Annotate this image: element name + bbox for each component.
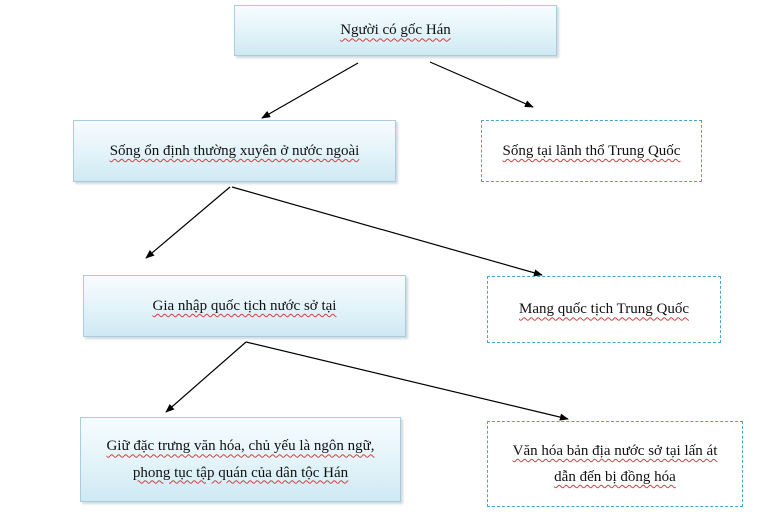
arrow-abroad-to-citizen: [231, 186, 543, 277]
node-living-abroad: Sống ổn định thường xuyên ở nước ngoài: [73, 120, 396, 182]
node-living-in-china-label: Sống tại lãnh thổ Trung Quốc: [502, 142, 681, 159]
node-naturalized: Gia nhập quốc tịch nước sở tại: [83, 275, 406, 337]
node-assimilated-line2: dẫn đến bị đồng hóa: [554, 469, 676, 485]
arrow-naturalized-to-keep: [165, 341, 247, 413]
node-naturalized-label: Gia nhập quốc tịch nước sở tại: [152, 297, 337, 314]
node-living-abroad-label: Sống ổn định thường xuyên ở nước ngoài: [109, 142, 360, 159]
arrow-abroad-to-naturalized: [145, 186, 231, 259]
node-keep-han-culture-line1: Giữ đặc trưng văn hóa, chủ yếu là ngôn n…: [106, 438, 375, 455]
node-han-origin: Người có gốc Hán: [234, 5, 557, 56]
node-keep-han-culture-line2: phong tục tập quán của dân tộc Hán: [132, 464, 349, 481]
node-keep-han-culture: Giữ đặc trưng văn hóa, chủ yếu là ngôn n…: [80, 417, 401, 502]
node-assimilated-line1: Văn hóa bản địa nước sở tại lấn át: [512, 442, 718, 459]
node-chinese-citizenship: Mang quốc tịch Trung Quốc: [487, 276, 721, 343]
node-assimilated: Văn hóa bản địa nước sở tại lấn át dẫn đ…: [487, 421, 743, 507]
node-living-in-china: Sống tại lãnh thổ Trung Quốc: [481, 120, 702, 182]
arrow-naturalized-to-assimilated: [245, 341, 569, 421]
arrow-root-to-abroad: [261, 62, 359, 119]
node-han-origin-label: Người có gốc Hán: [340, 22, 451, 39]
arrow-root-to-china: [429, 61, 534, 108]
node-chinese-citizenship-label: Mang quốc tịch Trung Quốc: [519, 301, 689, 318]
